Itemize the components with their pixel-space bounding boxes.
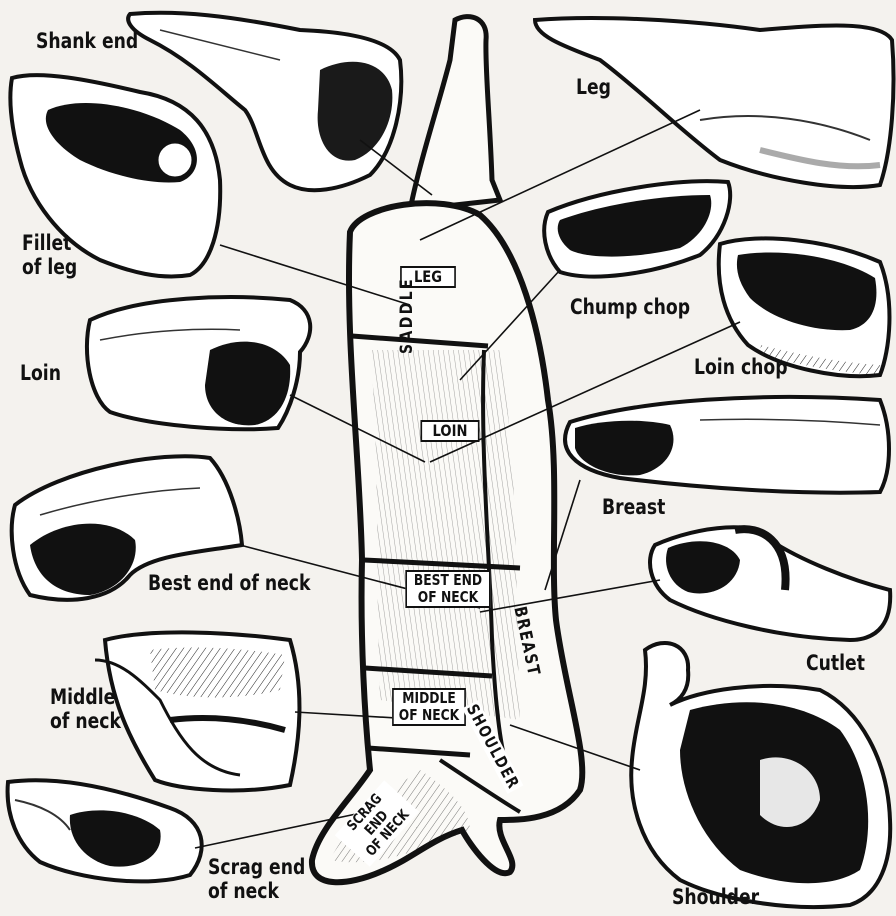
cut-cutlet xyxy=(650,527,890,640)
cut-scrag-end-of-neck xyxy=(8,780,202,881)
label-cutlet: Cutlet xyxy=(806,652,865,676)
carcass-shank xyxy=(410,17,500,210)
label-leg: Leg xyxy=(576,76,611,100)
cut-loin xyxy=(87,297,310,429)
label-shoulder: Shoulder xyxy=(672,886,759,910)
cut-shoulder xyxy=(631,643,890,907)
cut-breast xyxy=(565,397,889,493)
label-breast: Breast xyxy=(602,496,665,520)
label-shank-end: Shank end xyxy=(36,30,138,54)
carcass-texture xyxy=(370,350,520,720)
carcass-label-middle-of-neck: MIDDLE OF NECK xyxy=(392,688,466,726)
cut-middle-of-neck xyxy=(95,632,299,790)
cut-chump-chop xyxy=(544,181,730,276)
label-best-end-of-neck: Best end of neck xyxy=(148,572,310,596)
label-loin: Loin xyxy=(20,362,61,386)
label-loin-chop: Loin chop xyxy=(694,356,788,380)
carcass-label-saddle: SADDLE xyxy=(398,277,417,354)
carcass-label-loin: LOIN xyxy=(420,420,479,442)
label-chump-chop: Chump chop xyxy=(570,296,690,320)
label-fillet-of-leg: Fillet of leg xyxy=(22,232,77,279)
label-middle-of-neck: Middle of neck xyxy=(50,686,121,733)
carcass-label-best-end-of-neck: BEST END OF NECK xyxy=(405,570,490,608)
label-scrag-end-of-neck: Scrag end of neck xyxy=(208,856,305,903)
